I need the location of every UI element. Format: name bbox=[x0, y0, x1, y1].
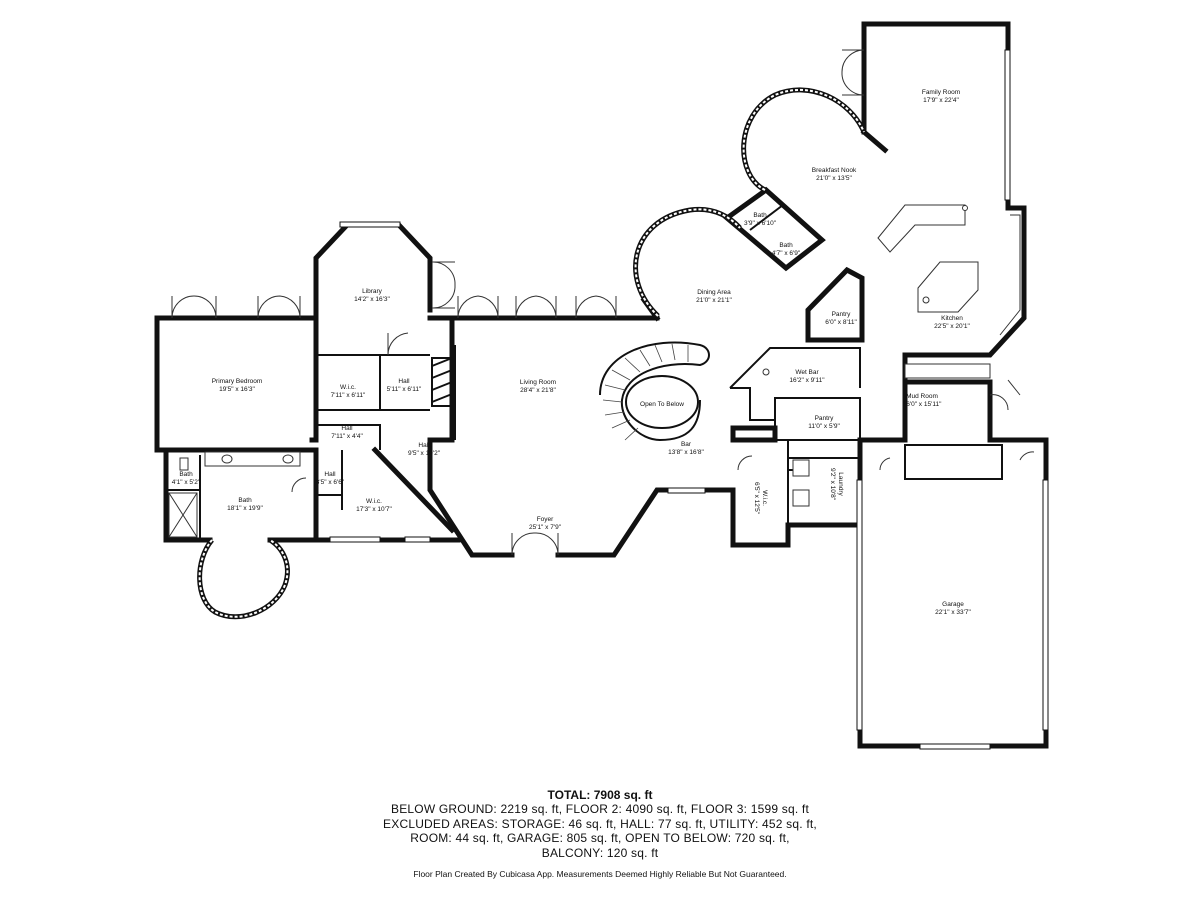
wic-b-dim: 17'3" x 10'7" bbox=[356, 506, 392, 513]
hall-c-dim: 9'5" x 10'2" bbox=[408, 450, 441, 457]
bath-b-name: Bath bbox=[779, 242, 793, 249]
wic-b-name: W.i.c. bbox=[366, 498, 382, 505]
family-room-dim: 17'9" x 22'4" bbox=[923, 97, 959, 104]
bath-c-name: Bath bbox=[179, 471, 193, 478]
windows bbox=[329, 49, 1049, 750]
primary-bedroom-dim: 19'5" x 16'3" bbox=[219, 386, 255, 393]
summary-line: BELOW GROUND: 2219 sq. ft, FLOOR 2: 4090… bbox=[391, 802, 809, 816]
pantry-a-name: Pantry bbox=[832, 311, 852, 318]
breakfast-nook-name: Breakfast Nook bbox=[812, 167, 857, 174]
credit-note: Floor Plan Created By Cubicasa App. Meas… bbox=[413, 869, 787, 879]
total-area: TOTAL: 7908 sq. ft bbox=[547, 788, 653, 802]
living-room-name: Living Room bbox=[520, 379, 556, 386]
wic-c-name: W.i.c. bbox=[761, 490, 768, 506]
summary-line: ROOM: 44 sq. ft, GARAGE: 805 sq. ft, OPE… bbox=[410, 831, 790, 845]
wic-a-dim: 7'11" x 6'11" bbox=[331, 392, 366, 399]
hall-b-name: Hall bbox=[341, 425, 353, 432]
bath-primary-dim: 18'1" x 19'9" bbox=[227, 505, 263, 512]
dining-area-name: Dining Area bbox=[697, 289, 731, 296]
dining-area-dim: 21'0" x 21'1" bbox=[696, 297, 732, 304]
hall-b-dim: 7'11" x 4'4" bbox=[331, 433, 363, 440]
floor-plan: Family Room 17'9" x 22'4" Breakfast Nook… bbox=[154, 21, 1049, 750]
bath-primary-name: Bath bbox=[238, 497, 252, 504]
doors bbox=[171, 49, 1035, 556]
wic-c-dim: 6'5" x 12'5" bbox=[753, 482, 760, 515]
area-summary: TOTAL: 7908 sq. ft BELOW GROUND: 2219 sq… bbox=[300, 788, 900, 860]
family-room-name: Family Room bbox=[922, 89, 960, 96]
laundry-name: Laundry bbox=[837, 472, 844, 496]
hall-a-name: Hall bbox=[398, 378, 410, 385]
bath-c-dim: 4'1" x 5'2" bbox=[172, 479, 201, 486]
fixtures bbox=[168, 204, 1021, 538]
summary-line: BALCONY: 120 sq. ft bbox=[541, 845, 659, 860]
primary-bedroom-name: Primary Bedroom bbox=[212, 378, 263, 385]
mud-room-name: Mud Room bbox=[906, 393, 938, 400]
mud-room-dim: 16'0" x 15'11" bbox=[903, 401, 942, 408]
summary-line: EXCLUDED AREAS: STORAGE: 46 sq. ft, HALL… bbox=[383, 816, 817, 831]
hall-d-dim: 3'5" x 6'6" bbox=[316, 479, 345, 486]
interior-walls bbox=[166, 186, 1003, 545]
hall-c-name: Hall bbox=[418, 442, 430, 449]
foyer-name: Foyer bbox=[537, 516, 554, 523]
breakfast-nook-dim: 21'0" x 13'5" bbox=[816, 175, 852, 182]
garage-name: Garage bbox=[942, 601, 964, 608]
pantry-b-dim: 11'0" x 5'9" bbox=[808, 423, 840, 430]
wic-a-name: W.i.c. bbox=[340, 384, 356, 391]
bath-a-dim: 3'9" x 6'10" bbox=[744, 220, 777, 227]
bar-name: Bar bbox=[681, 441, 692, 448]
pantry-a-dim: 6'0" x 8'11" bbox=[825, 319, 857, 326]
open-below-name: Open To Below bbox=[640, 401, 684, 408]
living-room-dim: 28'4" x 21'8" bbox=[520, 387, 556, 394]
hall-d-name: Hall bbox=[324, 471, 336, 478]
pantry-b-name: Pantry bbox=[815, 415, 835, 422]
bath-a-name: Bath bbox=[753, 212, 767, 219]
curved-window-walls bbox=[197, 87, 867, 620]
room-labels: Family Room 17'9" x 22'4" Breakfast Nook… bbox=[172, 89, 972, 616]
hall-a-dim: 5'11" x 6'11" bbox=[387, 386, 422, 393]
spiral-staircase bbox=[599, 341, 710, 442]
garage-dim: 22'1" x 33'7" bbox=[935, 609, 971, 616]
bath-b-dim: 4'7" x 6'9" bbox=[772, 250, 801, 257]
wet-bar-name: Wet Bar bbox=[795, 369, 819, 376]
laundry-dim: 9'2" x 10'8" bbox=[829, 468, 836, 501]
library-name: Library bbox=[362, 288, 383, 295]
wet-bar-dim: 16'2" x 9'11" bbox=[789, 377, 825, 384]
bar-dim: 13'8" x 16'8" bbox=[668, 449, 704, 456]
kitchen-dim: 22'5" x 20'1" bbox=[934, 323, 970, 330]
foyer-dim: 25'1" x 7'9" bbox=[529, 524, 562, 531]
kitchen-name: Kitchen bbox=[941, 315, 963, 322]
library-dim: 14'2" x 16'3" bbox=[354, 296, 390, 303]
